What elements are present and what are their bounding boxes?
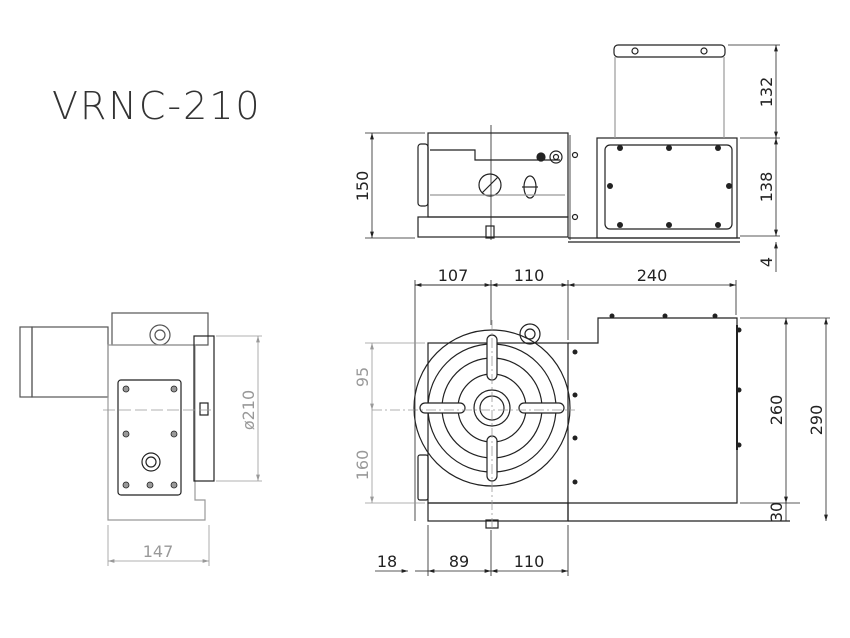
dim-18: 18 bbox=[377, 552, 397, 571]
dim-30: 30 bbox=[767, 502, 786, 522]
dim-89: 89 bbox=[449, 552, 469, 571]
dim-95: 95 bbox=[353, 367, 372, 387]
dim-150: 150 bbox=[353, 171, 372, 202]
dim-110-bottom: 110 bbox=[514, 552, 545, 571]
dim-4: 4 bbox=[757, 257, 776, 267]
dim-147: 147 bbox=[143, 542, 174, 561]
dim-107: 107 bbox=[438, 266, 469, 285]
model-title: VRNC-210 bbox=[52, 84, 262, 128]
top-view bbox=[365, 44, 780, 272]
dim-240: 240 bbox=[637, 266, 668, 285]
dim-290: 290 bbox=[807, 405, 826, 436]
dim-132: 132 bbox=[757, 77, 776, 108]
dim-160: 160 bbox=[353, 450, 372, 481]
side-view bbox=[19, 312, 262, 566]
dim-138: 138 bbox=[757, 172, 776, 203]
front-view bbox=[365, 280, 830, 576]
dim-diameter-210: ø210 bbox=[239, 390, 258, 430]
dim-110-top: 110 bbox=[514, 266, 545, 285]
dim-260: 260 bbox=[767, 395, 786, 426]
